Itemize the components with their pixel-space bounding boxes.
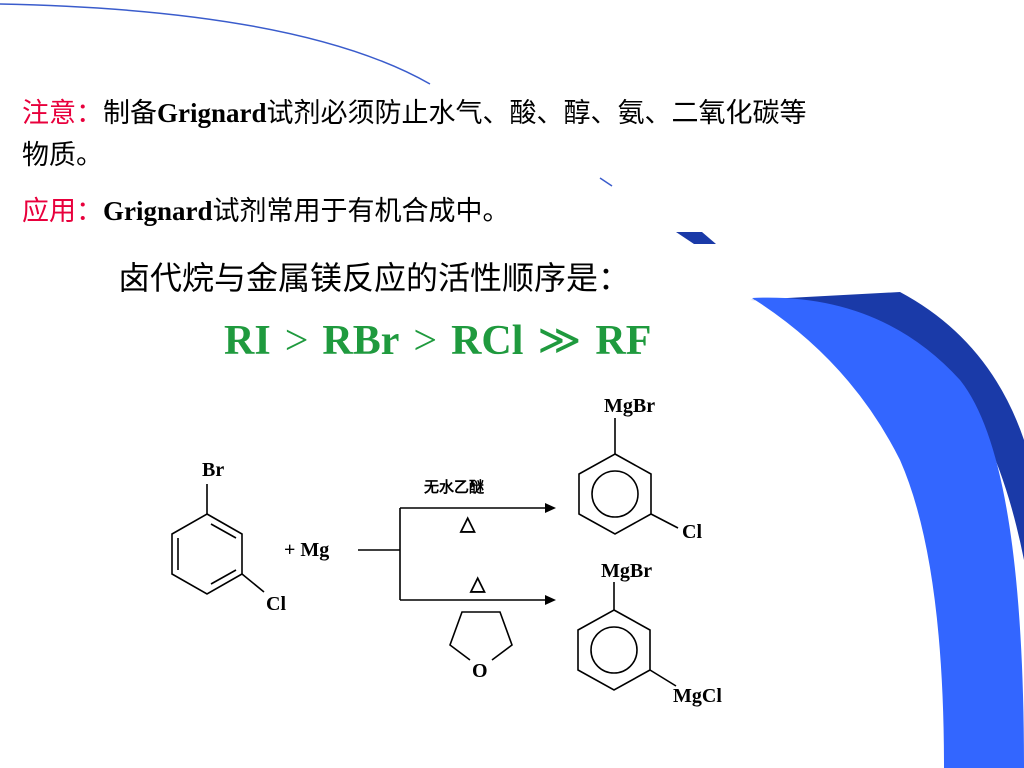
reactant-cl-label: Cl [266,593,286,615]
halide-rf: RF [595,318,652,364]
operator-2: > [413,318,438,364]
halide-rcl: RCl [451,318,524,364]
upper-arrow-head [545,503,556,513]
upper-heat-symbol: △ [459,513,476,535]
application-label: 应用： [22,196,103,226]
reactivity-heading: 卤代烷与金属镁反应的活性顺序是： [118,260,631,296]
halide-rbr: RBr [322,318,400,364]
lower-mgcl-bond [649,669,677,687]
operator-1: > [284,318,309,364]
upper-cl-bond [650,513,679,529]
upper-product-mgbr: MgBr [604,395,655,417]
reactant-benzene-ring [171,484,265,595]
blue-swoosh [752,297,1024,768]
application-text: 试剂常用于有机合成中。 [212,196,510,226]
lower-product-mgbr: MgBr [601,560,652,582]
application-line: 应用：Grignard试剂常用于有机合成中。 [22,194,510,228]
application-grignard: Grignard [103,196,213,226]
top-right-stripe [676,232,716,244]
notice-grignard: Grignard [157,98,267,128]
lower-arrow-head [545,595,556,605]
operator-3: ≫ [537,318,582,364]
upper-product-ring [578,418,679,535]
top-arc [0,3,431,85]
notice-line: 注意：制备Grignard试剂必须防止水气、酸、醇、氨、二氧化碳等 [22,96,807,130]
thf-ring [449,611,513,661]
lower-heat-symbol: △ [469,573,486,595]
lower-product-mgcl: MgCl [673,685,722,707]
thf-oxygen: O [472,660,488,682]
small-dash [599,177,613,187]
reactivity-series: RI > RBr > RCl ≫ RF [224,316,651,366]
lower-product-ring [577,582,677,691]
notice-text-post: 试剂必须防止水气、酸、醇、氨、二氧化碳等 [266,98,807,128]
reactant-br-label: Br [202,459,224,481]
notice-label: 注意： [22,98,103,128]
mg-reagent: + Mg [284,539,329,561]
notice-line-2: 物质。 [22,138,103,172]
dark-swoosh [750,292,1024,560]
notice-text-line2: 物质。 [22,140,103,170]
halide-ri: RI [224,318,271,364]
notice-text-pre: 制备 [103,98,157,128]
reactant-cl-bond [241,573,265,593]
upper-product-cl: Cl [682,521,702,543]
solvent-label: 无水乙醚 [423,478,484,496]
